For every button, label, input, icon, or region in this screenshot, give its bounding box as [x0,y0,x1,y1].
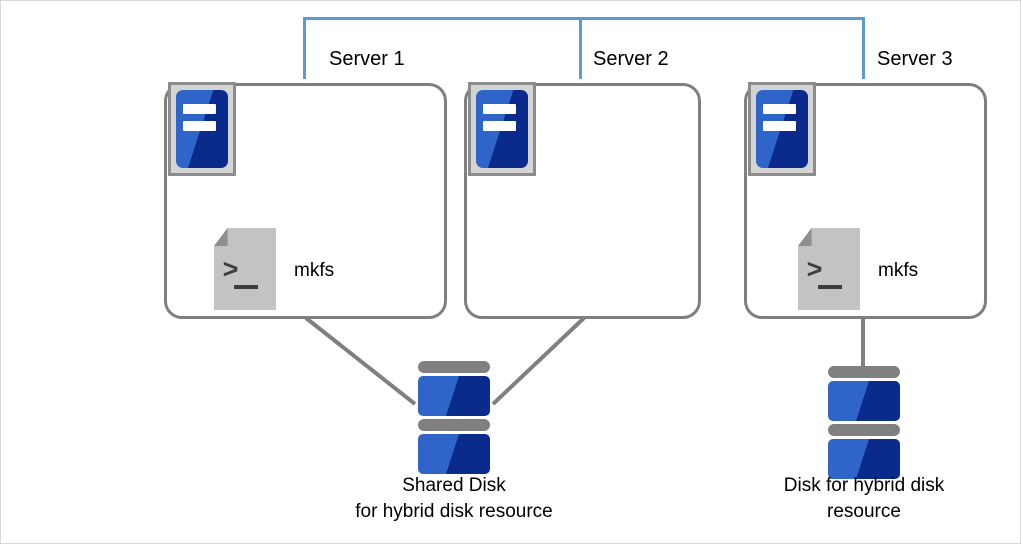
hybrid-disk-caption-line2: resource [827,500,901,522]
bracket-right-vertical [862,17,865,79]
server-rack-icon-1 [168,82,236,176]
shared-disk-icon[interactable] [418,361,490,477]
mkfs-label-3: mkfs [878,260,919,281]
disk-slab-top [418,376,490,416]
bracket-left-vertical [303,17,306,79]
mkfs-group-3: > mkfs [798,228,918,310]
server-rack-body [176,90,228,168]
connector-server1-to-shared-disk [304,316,417,406]
mkfs-document-icon-1: > [214,228,276,310]
prompt-chevron-icon: > [222,253,239,284]
shared-disk-caption-line2: for hybrid disk resource [355,500,553,522]
mkfs-group-1: > mkfs [214,228,334,310]
server-rack-bar-top [183,104,216,115]
shared-disk-caption: Shared Disk for hybrid disk resource [304,473,604,524]
mkfs-label-1: mkfs [294,260,335,281]
server-label-1: Server 1 [329,48,405,70]
prompt-cursor-icon [234,285,258,290]
prompt-chevron-icon: > [806,253,823,284]
disk-cap-middle [418,419,490,431]
server-rack-bar-top [483,104,516,115]
server-rack-bar-bottom [183,121,216,132]
disk-slab-top [828,381,900,421]
disk-slab-bottom [828,439,900,479]
document-fold-corner [798,228,812,247]
server-rack-bar-top [763,104,796,115]
bracket-middle-vertical [579,17,582,79]
disk-slab-bottom [418,434,490,474]
server-rack-body [756,90,808,168]
server-rack-body [476,90,528,168]
server-rack-bar-bottom [763,121,796,132]
server-label-2: Server 2 [593,48,669,70]
mkfs-document-icon-3: > [798,228,860,310]
server-box-1[interactable] [164,83,447,319]
server-rack-icon-2 [468,82,536,176]
bracket-top-line [303,17,865,20]
shared-disk-caption-line1: Shared Disk [402,475,506,496]
hybrid-disk-caption-line1: Disk for hybrid disk [783,475,945,496]
disk-cap-top [418,361,490,373]
connector-server2-to-shared-disk [491,316,586,406]
disk-cap-top [828,366,900,378]
server-label-3: Server 3 [877,48,953,70]
hybrid-disk-icon[interactable] [828,366,900,482]
server-rack-bar-bottom [483,121,516,132]
disk-cap-middle [828,424,900,436]
prompt-cursor-icon [818,285,842,290]
document-fold-corner [214,228,228,247]
hybrid-disk-caption: Disk for hybrid disk resource [724,473,1004,524]
server-rack-icon-3 [748,82,816,176]
